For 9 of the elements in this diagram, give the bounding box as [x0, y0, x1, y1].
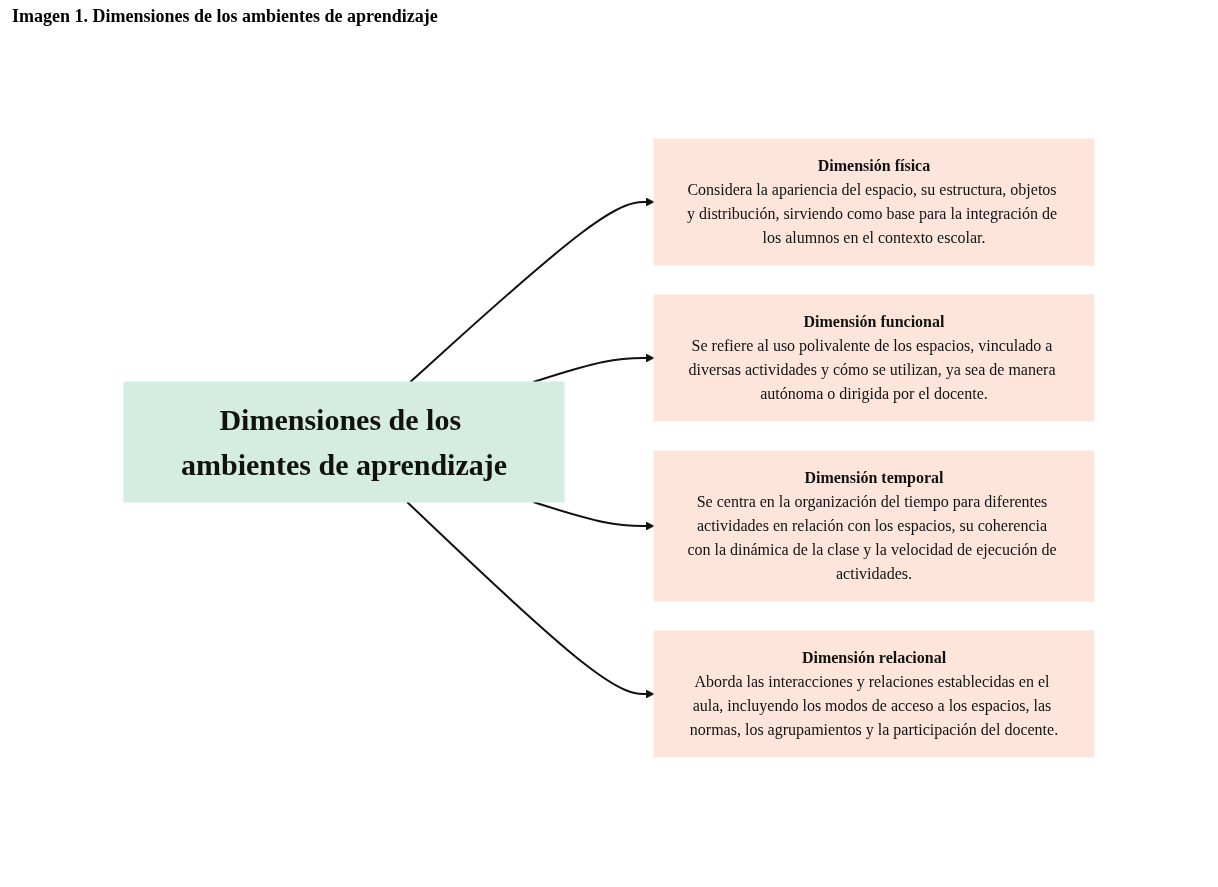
arrow — [409, 197, 655, 383]
node-box: Dimensión temporal Se centra en la organización del tiempo para diferentes actividades en relación con los espacios, su coherencia con la dinámica de la clase y la velocidad de ejecución de actividades. — [653, 450, 1095, 602]
node-box: Dimensión física Considera la apariencia del espacio, su estructura, objetos y distribución, sirviendo como base para la integración de los alumnos en el contexto escolar. — [653, 138, 1095, 266]
arrow — [532, 353, 655, 383]
node-box: Dimensión relacional Aborda las interacciones y relaciones establecidas en el aula, incluyendo los modos de acceso a los espacios, las normas, los agrupamientos y la participación del docente. — [653, 630, 1095, 758]
arrow — [406, 501, 655, 699]
node-box: Dimensión funcional Se refiere al uso polivalente de los espacios, vinculado a diversas actividades y cómo se utilizan, ya sea de manera autónoma o dirigida por el docente. — [653, 294, 1095, 422]
figure-title: Imagen 1. Dimensiones de los ambientes de aprendizaje — [11, 5, 439, 28]
node-box: Dimensiones de los ambientes de aprendizaje — [123, 381, 565, 503]
